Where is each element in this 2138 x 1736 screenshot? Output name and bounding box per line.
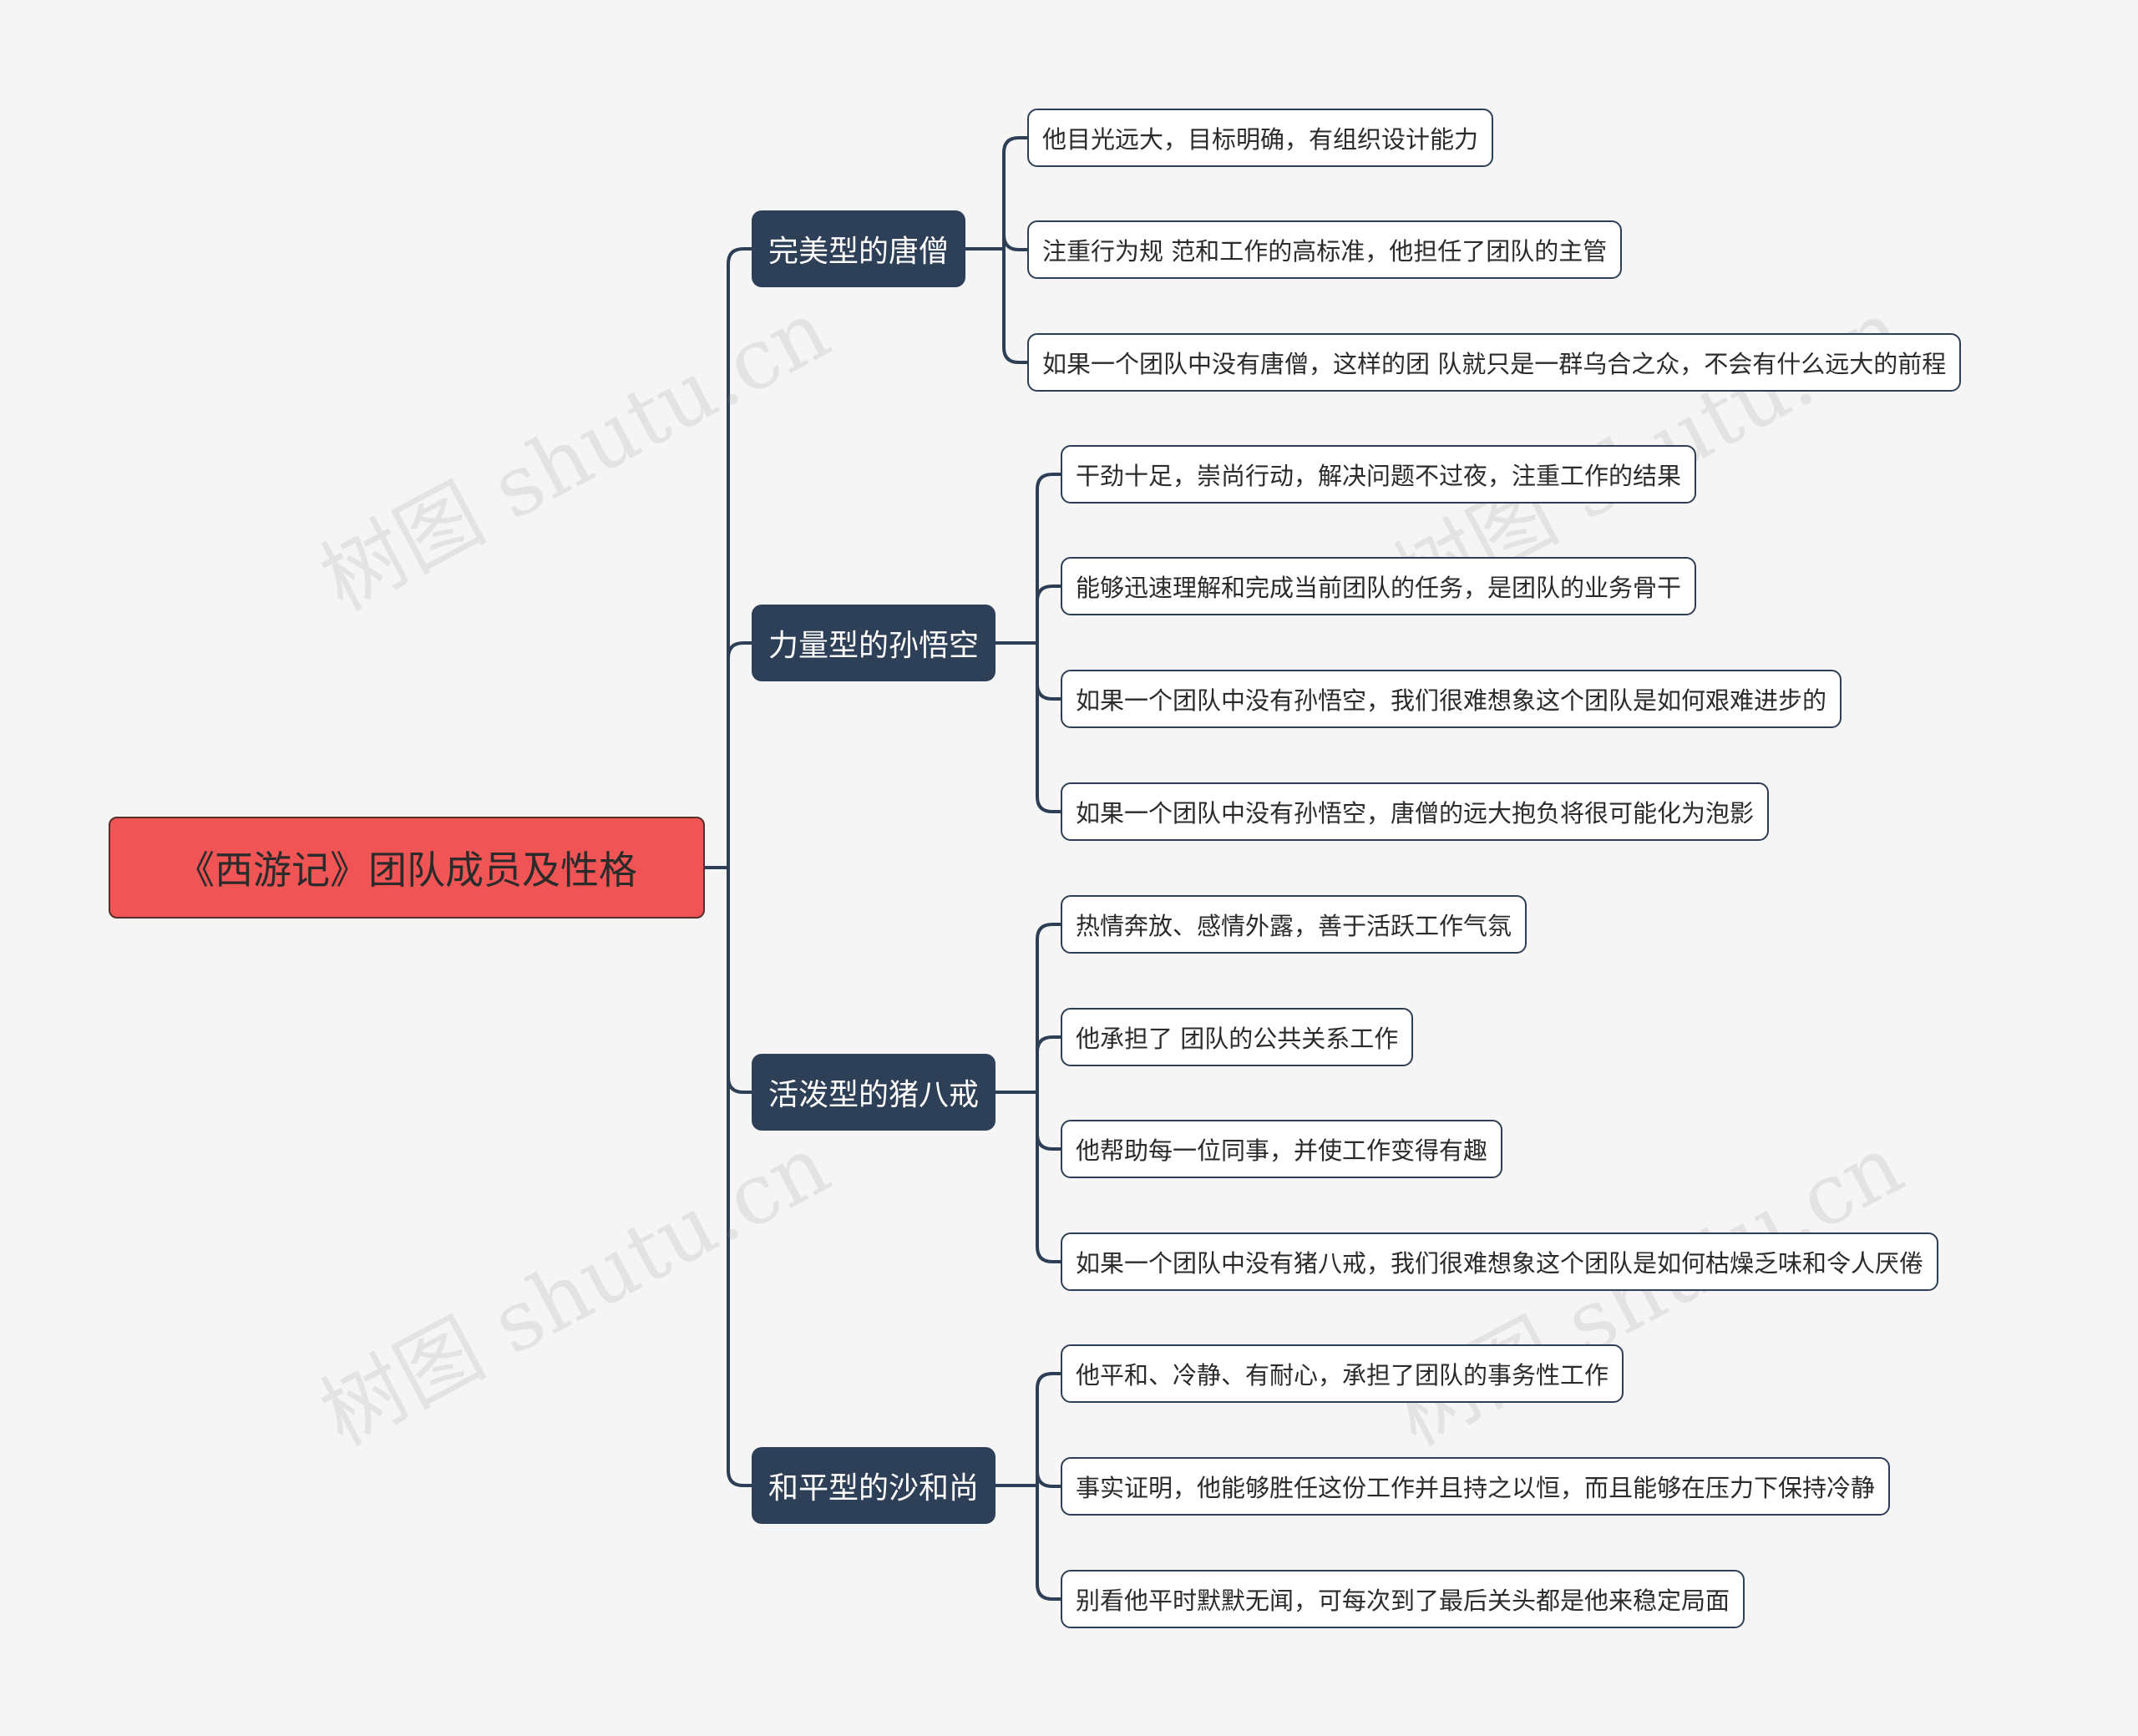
leaf-topic[interactable]: 能够迅速理解和完成当前团队的任务，是团队的业务骨干 [1061, 557, 1697, 615]
connector-line [703, 641, 753, 869]
leaf-topic[interactable]: 他帮助每一位同事，并使工作变得有趣 [1061, 1120, 1503, 1178]
connector-line [703, 247, 753, 869]
connector-line [1036, 1372, 1062, 1487]
branch-topic-label: 和平型的沙和尚 [768, 1471, 980, 1506]
branch-topic-label: 完美型的唐僧 [768, 235, 950, 269]
branch-topic[interactable]: 完美型的唐僧 [752, 210, 966, 287]
connector-line [1036, 1035, 1062, 1094]
leaf-topic-label: 如果一个团队中没有猪八戒，我们很难想象这个团队是如何枯燥乏味和令人厌倦 [1076, 1249, 1924, 1278]
connector-line [1036, 641, 1062, 701]
connector-line [1036, 1091, 1062, 1151]
leaf-topic-label: 注重行为规 范和工作的高标准，他担任了团队的主管 [1042, 237, 1608, 266]
leaf-topic[interactable]: 干劲十足，崇尚行动，解决问题不过夜，注重工作的结果 [1061, 445, 1697, 504]
connector-line [1002, 136, 1029, 251]
connector-line [1036, 1484, 1062, 1601]
leaf-topic-label: 别看他平时默默无闻，可每次到了最后关头都是他来稳定局面 [1076, 1587, 1730, 1615]
root-topic[interactable]: 《西游记》团队成员及性格 [109, 817, 705, 919]
leaf-topic-label: 如果一个团队中没有孙悟空，唐僧的远大抱负将很可能化为泡影 [1076, 799, 1755, 828]
leaf-topic[interactable]: 他目光远大，目标明确，有组织设计能力 [1027, 109, 1494, 167]
leaf-topic[interactable]: 热情奔放、感情外露，善于活跃工作气氛 [1061, 895, 1528, 954]
connector-line [1036, 473, 1062, 645]
branch-topic-label: 力量型的孙悟空 [768, 629, 980, 663]
leaf-topic-label: 干劲十足，崇尚行动，解决问题不过夜，注重工作的结果 [1076, 462, 1682, 490]
leaf-topic-label: 如果一个团队中没有孙悟空，我们很难想象这个团队是如何艰难进步的 [1076, 686, 1827, 715]
leaf-topic-label: 他承担了 团队的公共关系工作 [1076, 1025, 1399, 1053]
connector-line [1002, 247, 1029, 364]
leaf-topic[interactable]: 他承担了 团队的公共关系工作 [1061, 1008, 1414, 1066]
leaf-topic[interactable]: 如果一个团队中没有猪八戒，我们很难想象这个团队是如何枯燥乏味和令人厌倦 [1061, 1232, 1939, 1291]
leaf-topic[interactable]: 如果一个团队中没有孙悟空，唐僧的远大抱负将很可能化为泡影 [1061, 782, 1770, 841]
branch-topic[interactable]: 力量型的孙悟空 [752, 605, 996, 681]
branch-topic-label: 活泼型的猪八戒 [768, 1078, 980, 1112]
branch-topic[interactable]: 和平型的沙和尚 [752, 1447, 996, 1524]
leaf-topic-label: 他帮助每一位同事，并使工作变得有趣 [1076, 1136, 1488, 1165]
root-topic-label: 《西游记》团队成员及性格 [176, 848, 637, 893]
leaf-topic[interactable]: 别看他平时默默无闻，可每次到了最后关头都是他来稳定局面 [1061, 1570, 1745, 1628]
connector-line [1036, 923, 1062, 1094]
leaf-topic-label: 热情奔放、感情外露，善于活跃工作气氛 [1076, 912, 1512, 940]
connector-line [1036, 641, 1062, 813]
leaf-topic[interactable]: 注重行为规 范和工作的高标准，他担任了团队的主管 [1027, 220, 1623, 279]
leaf-topic-label: 他目光远大，目标明确，有组织设计能力 [1042, 125, 1479, 154]
leaf-topic-label: 能够迅速理解和完成当前团队的任务，是团队的业务骨干 [1076, 574, 1682, 602]
leaf-topic-label: 如果一个团队中没有唐僧，这样的团 队就只是一群乌合之众，不会有什么远大的前程 [1042, 350, 1947, 378]
leaf-topic[interactable]: 事实证明，他能够胜任这份工作并且持之以恒，而且能够在压力下保持冷静 [1061, 1457, 1891, 1516]
branch-topic[interactable]: 活泼型的猪八戒 [752, 1054, 996, 1131]
connector-line [1036, 1091, 1062, 1263]
leaf-topic[interactable]: 他平和、冷静、有耐心，承担了团队的事务性工作 [1061, 1344, 1624, 1403]
leaf-topic[interactable]: 如果一个团队中没有唐僧，这样的团 队就只是一群乌合之众，不会有什么远大的前程 [1027, 333, 1962, 392]
connector-line [1002, 233, 1029, 251]
leaf-topic-label: 他平和、冷静、有耐心，承担了团队的事务性工作 [1076, 1361, 1609, 1389]
leaf-topic-label: 事实证明，他能够胜任这份工作并且持之以恒，而且能够在压力下保持冷静 [1076, 1474, 1876, 1502]
connector-line [1036, 1470, 1062, 1488]
leaf-topic[interactable]: 如果一个团队中没有孙悟空，我们很难想象这个团队是如何艰难进步的 [1061, 670, 1842, 728]
connector-line [703, 866, 753, 1487]
connector-line [1036, 585, 1062, 645]
